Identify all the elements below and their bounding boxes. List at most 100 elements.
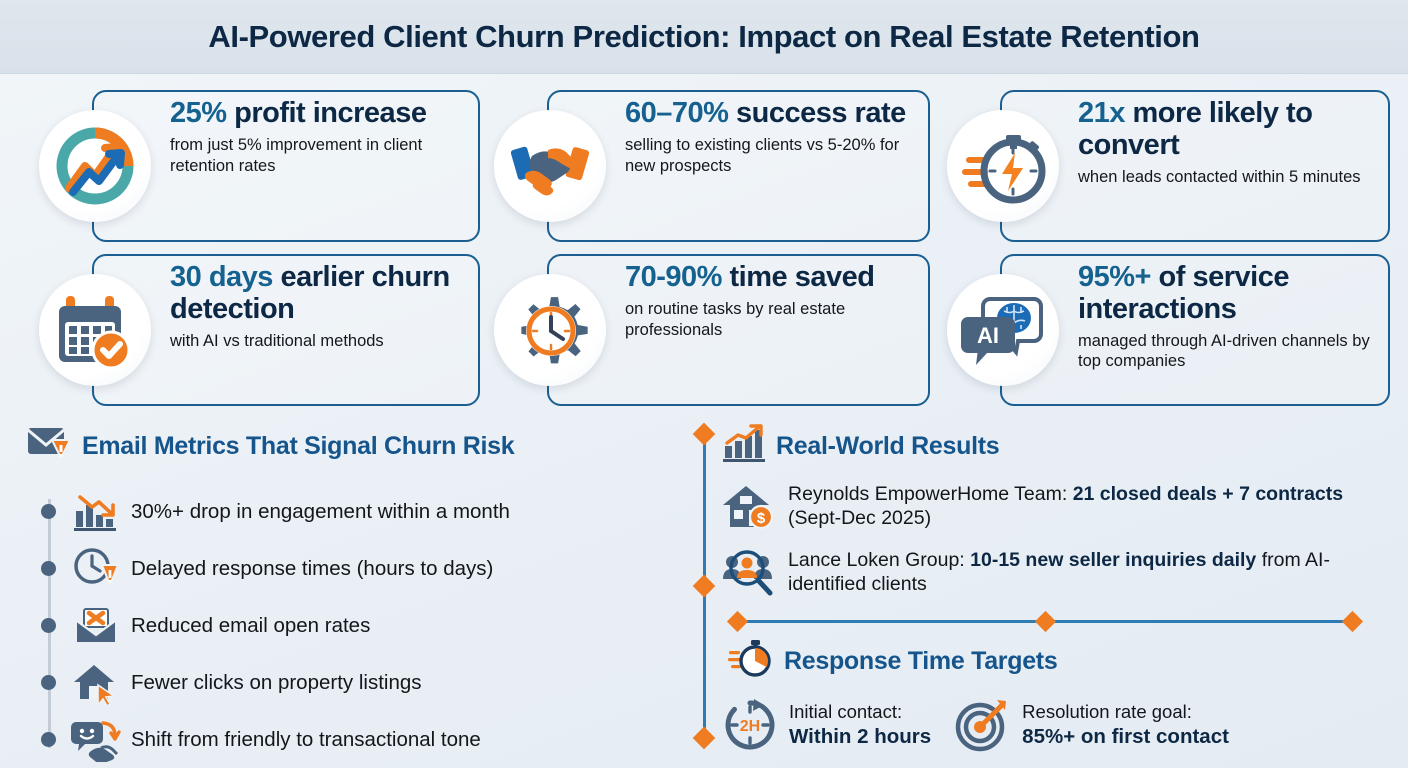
clock-2h-icon: 2H <box>722 697 778 753</box>
result-text: Reynolds EmpowerHome Team: 21 closed dea… <box>788 481 1386 531</box>
target-initial-contact[interactable]: 2H Initial contact:Within 2 hours <box>722 697 931 753</box>
real-world-results-section: Real-World Results $ Reynolds EmpowerHom… <box>722 424 1386 753</box>
target-label: Initial contact: <box>789 701 903 723</box>
stopwatch-lightning-icon <box>947 110 1059 222</box>
bar-chart-up-icon <box>722 424 766 469</box>
list-item-label: 30%+ drop in engagement within a month <box>131 499 510 523</box>
calendar-check-icon <box>39 274 151 386</box>
stopwatch-speed-icon <box>728 638 774 685</box>
timeline-dot <box>41 618 56 633</box>
house-cursor-icon <box>70 661 122 705</box>
list-item[interactable]: Reduced email open rates <box>26 597 676 654</box>
stat-subtext: on routine tasks by real estate professi… <box>625 299 846 339</box>
stat-card-time-saved[interactable]: 70-90% time saved on routine tasks by re… <box>494 254 930 406</box>
divider-diamond-center <box>1034 610 1056 633</box>
real-world-results-heading-label: Real-World Results <box>776 432 1000 460</box>
real-world-results-heading: Real-World Results <box>722 424 1386 469</box>
header-band: AI-Powered Client Churn Prediction: Impa… <box>0 0 1408 74</box>
bar-chart-down-icon <box>70 490 122 534</box>
divider-line-right <box>1052 620 1345 623</box>
response-time-targets-list: 2H Initial contact:Within 2 hours Resolu… <box>722 697 1386 753</box>
stat-accent: 95%+ <box>1078 261 1151 293</box>
stat-rest: profit increase <box>226 97 427 129</box>
clock-warning-icon <box>70 547 122 591</box>
stat-accent: 25% <box>170 97 227 129</box>
list-item[interactable]: Lance Loken Group: 10-15 new seller inqu… <box>722 547 1386 601</box>
page-title: AI-Powered Client Churn Prediction: Impa… <box>208 18 1200 54</box>
result-bold: 10-15 new seller inquiries daily <box>970 549 1257 571</box>
result-tail: (Sept-Dec 2025) <box>788 506 932 529</box>
divider-diamond-right <box>1341 610 1364 633</box>
target-text: Initial contact:Within 2 hours <box>789 701 931 749</box>
email-metrics-list: 30%+ drop in engagement within a month D… <box>26 483 676 768</box>
separator-diamond-middle <box>692 574 716 598</box>
email-metrics-heading: Email Metrics That Signal Churn Risk <box>26 424 676 469</box>
separator-diamond-top <box>692 422 716 446</box>
people-magnifier-icon <box>722 547 776 601</box>
stat-subtext: with AI vs traditional methods <box>170 331 384 350</box>
divider-line-left <box>745 620 1038 623</box>
divider-diamond-left <box>726 610 749 633</box>
stat-subtext: when leads contacted within 5 minutes <box>1078 167 1361 186</box>
stat-headline: 25% profit increase <box>170 97 468 130</box>
stat-card-grid: 25% profit increase from just 5% improve… <box>0 86 1408 416</box>
stat-card-success-rate[interactable]: 60–70% success rate selling to existing … <box>494 90 930 242</box>
svg-text:AI: AI <box>977 323 999 348</box>
stat-headline: 60–70% success rate <box>625 97 918 130</box>
stat-accent: 21x <box>1078 97 1125 129</box>
response-time-targets-heading-label: Response Time Targets <box>784 647 1058 675</box>
response-time-targets-heading: Response Time Targets <box>728 638 1386 685</box>
svg-text:$: $ <box>757 510 766 527</box>
target-arrow-icon <box>955 697 1011 753</box>
target-resolution-rate[interactable]: Resolution rate goal:85%+ on first conta… <box>955 697 1229 753</box>
timeline-dot <box>41 732 56 747</box>
stat-rest: time saved <box>721 261 875 293</box>
ai-chat-brain-icon: AI <box>947 274 1059 386</box>
envelope-x-icon <box>70 604 122 648</box>
stat-card-churn-detection[interactable]: 30 days earlier churn detection with AI … <box>39 254 480 406</box>
target-label: Resolution rate goal: <box>1022 701 1192 723</box>
result-bold: 21 closed deals + 7 contracts <box>1072 483 1344 505</box>
section-divider <box>726 610 1364 633</box>
column-separator <box>692 422 716 750</box>
target-value: Within 2 hours <box>789 724 932 748</box>
list-item-label: Shift from friendly to transactional ton… <box>131 727 481 751</box>
stat-rest: earlier churn detection <box>170 261 450 325</box>
stat-card-convert-likelihood[interactable]: 21x more likely to convert when leads co… <box>947 90 1390 242</box>
stat-subtext: managed through AI-driven channels by to… <box>1078 331 1370 371</box>
stat-rest: more likely to convert <box>1078 97 1313 161</box>
separator-diamond-bottom <box>692 726 716 750</box>
stat-subtext: selling to existing clients vs 5-20% for… <box>625 135 900 175</box>
list-item[interactable]: Fewer clicks on property listings <box>26 654 676 711</box>
stat-headline: 21x more likely to convert <box>1078 97 1378 162</box>
timeline-dot <box>41 675 56 690</box>
stat-card-service-interactions[interactable]: AI 95%+ of service interactions managed … <box>947 254 1390 406</box>
list-item-label: Fewer clicks on property listings <box>131 670 422 694</box>
list-item-label: Reduced email open rates <box>131 613 371 637</box>
result-lead: Reynolds EmpowerHome Team: <box>788 483 1073 505</box>
stat-accent: 60–70% <box>625 97 729 129</box>
list-item-label: Delayed response times (hours to days) <box>131 556 494 580</box>
stat-headline: 95%+ of service interactions <box>1078 261 1378 326</box>
stat-card-profit-increase[interactable]: 25% profit increase from just 5% improve… <box>39 90 480 242</box>
stat-accent: 30 days <box>170 261 273 293</box>
target-value: 85%+ on first contact <box>1022 724 1229 748</box>
stat-headline: 70-90% time saved <box>625 261 918 294</box>
handshake-icon <box>494 110 606 222</box>
house-dollar-icon: $ <box>722 481 776 535</box>
result-tail: from AI-identified clients <box>788 549 1330 595</box>
result-text: Lance Loken Group: 10-15 new seller inqu… <box>788 547 1386 597</box>
email-metrics-section: Email Metrics That Signal Churn Risk 30%… <box>26 424 676 768</box>
list-item[interactable]: $ Reynolds EmpowerHome Team: 21 closed d… <box>722 481 1386 535</box>
stat-accent: 70-90% <box>625 261 722 293</box>
svg-text:2H: 2H <box>740 718 760 735</box>
timeline-dot <box>41 561 56 576</box>
list-item[interactable]: 30%+ drop in engagement within a month <box>26 483 676 540</box>
email-metrics-heading-label: Email Metrics That Signal Churn Risk <box>82 432 515 460</box>
list-item[interactable]: Shift from friendly to transactional ton… <box>26 711 676 768</box>
growth-donut-chart-icon <box>39 110 151 222</box>
stat-rest: success rate <box>728 97 906 129</box>
stat-subtext: from just 5% improvement in client reten… <box>170 135 423 175</box>
envelope-warning-icon <box>26 424 72 469</box>
list-item[interactable]: Delayed response times (hours to days) <box>26 540 676 597</box>
